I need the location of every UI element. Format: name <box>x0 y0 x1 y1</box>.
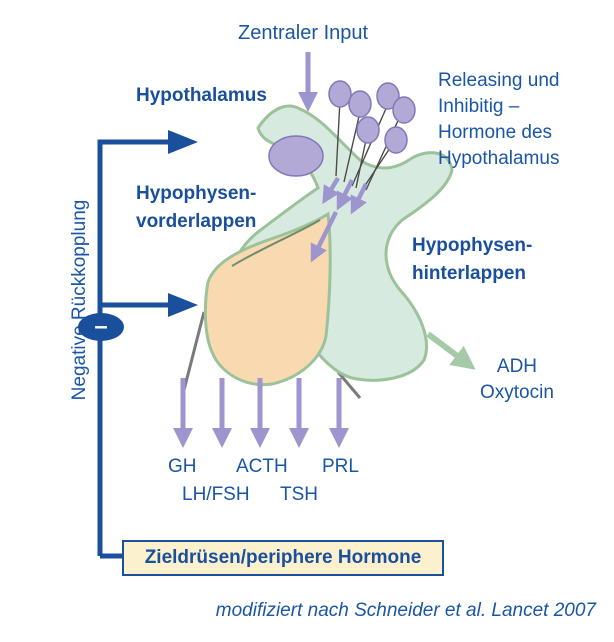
left-support-line <box>182 311 206 391</box>
hormone-lh-fsh: LH/FSH <box>182 484 250 505</box>
anterior-lobe-line: vorderlappen <box>136 211 257 232</box>
releasing-arrows <box>310 176 369 263</box>
hormone-adh: ADH <box>496 356 538 377</box>
anterior-lobe-shape <box>203 211 332 387</box>
releasing-line: Inhibitig – <box>438 96 520 117</box>
source-caption: modifiziert nach Schneider et al. Lancet… <box>215 600 596 621</box>
releasing-hormones-label: Releasing und Inhibitig – Hormone des Hy… <box>438 68 559 172</box>
hormone-oxytocin: Oxytocin <box>480 382 554 403</box>
feedback-arrow-anterior <box>168 293 198 317</box>
target-glands-label: Zieldrüsen/periphere Hormone <box>144 547 422 568</box>
neuron-cell-bodies <box>328 80 416 154</box>
anterior-release-arrows <box>173 378 349 448</box>
hormone-prl: PRL <box>322 456 359 477</box>
hormone-tsh: TSH <box>280 484 318 505</box>
hormone-acth: ACTH <box>236 456 288 477</box>
releasing-line: Hormone des <box>438 122 553 143</box>
posterior-hormones-label: ADH Oxytocin <box>480 354 554 406</box>
anterior-lobe-label: Hypophysen- vorderlappen <box>136 180 256 236</box>
hypothalamus-nucleus <box>268 135 324 177</box>
hormone-gh: GH <box>168 456 197 477</box>
central-input-label: Zentraler Input <box>238 22 369 44</box>
negative-feedback-label: Negative Rückkopplung <box>69 199 90 401</box>
target-glands-box: Zieldrüsen/periphere Hormone <box>122 540 444 576</box>
right-support-line <box>336 371 362 399</box>
feedback-loop <box>97 130 198 559</box>
posterior-lobe-line: hinterlappen <box>412 263 527 284</box>
posterior-release-arrow <box>426 331 476 370</box>
anterior-lobe-line: Hypophysen- <box>136 183 257 204</box>
feedback-arrow-hypothalamus <box>168 130 198 154</box>
posterior-lobe-label: Hypophysen- hinterlappen <box>412 232 532 288</box>
posterior-lobe-line: Hypophysen- <box>412 235 533 256</box>
minus-sign-badge: – <box>78 313 124 341</box>
releasing-line: Hypothalamus <box>438 148 560 169</box>
hypothalamus-label: Hypothalamus <box>136 85 267 106</box>
releasing-line: Releasing und <box>438 70 560 91</box>
